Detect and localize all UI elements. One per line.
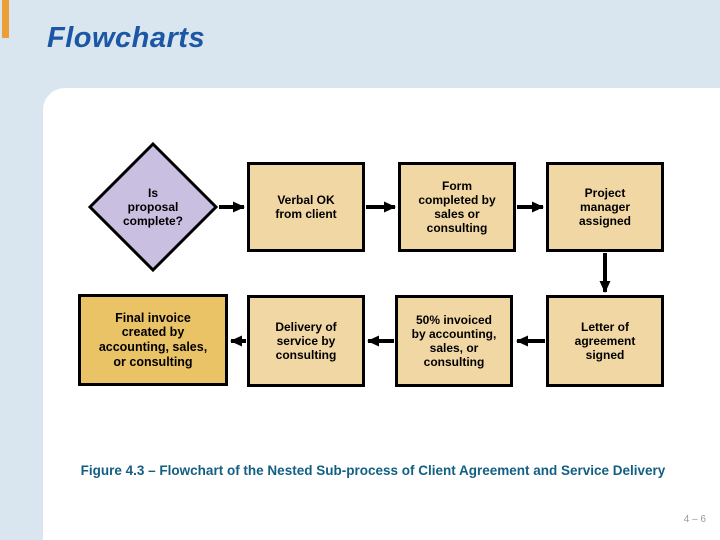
- node-50-invoiced: 50% invoiced by accounting, sales, or co…: [395, 295, 513, 387]
- node-label: Project manager assigned: [578, 185, 632, 229]
- page-title: Flowcharts: [47, 22, 206, 54]
- flow-arrows: [219, 201, 611, 347]
- figure-caption: Figure 4.3 – Flowchart of the Nested Sub…: [80, 463, 666, 478]
- decision-diamond: [87, 141, 219, 273]
- node-verbal-ok: Verbal OK from client: [247, 162, 365, 252]
- decision-node-label: Is proposal complete?: [122, 185, 183, 229]
- node-label: Delivery of service by consulting: [275, 319, 337, 363]
- node-project-manager: Project manager assigned: [546, 162, 664, 252]
- page-number: 4 – 6: [683, 514, 706, 525]
- node-label: Letter of agreement signed: [574, 319, 636, 363]
- node-delivery: Delivery of service by consulting: [247, 295, 365, 387]
- node-label: Final invoice created by accounting, sal…: [98, 310, 208, 369]
- node-label: Verbal OK from client: [275, 192, 337, 221]
- node-final-invoice: Final invoice created by accounting, sal…: [78, 294, 228, 386]
- node-letter-signed: Letter of agreement signed: [546, 295, 664, 387]
- node-label: 50% invoiced by accounting, sales, or co…: [411, 312, 497, 370]
- node-form-completed: Form completed by sales or consulting: [398, 162, 516, 252]
- accent-mark: [2, 0, 9, 38]
- node-label: Form completed by sales or consulting: [418, 178, 496, 236]
